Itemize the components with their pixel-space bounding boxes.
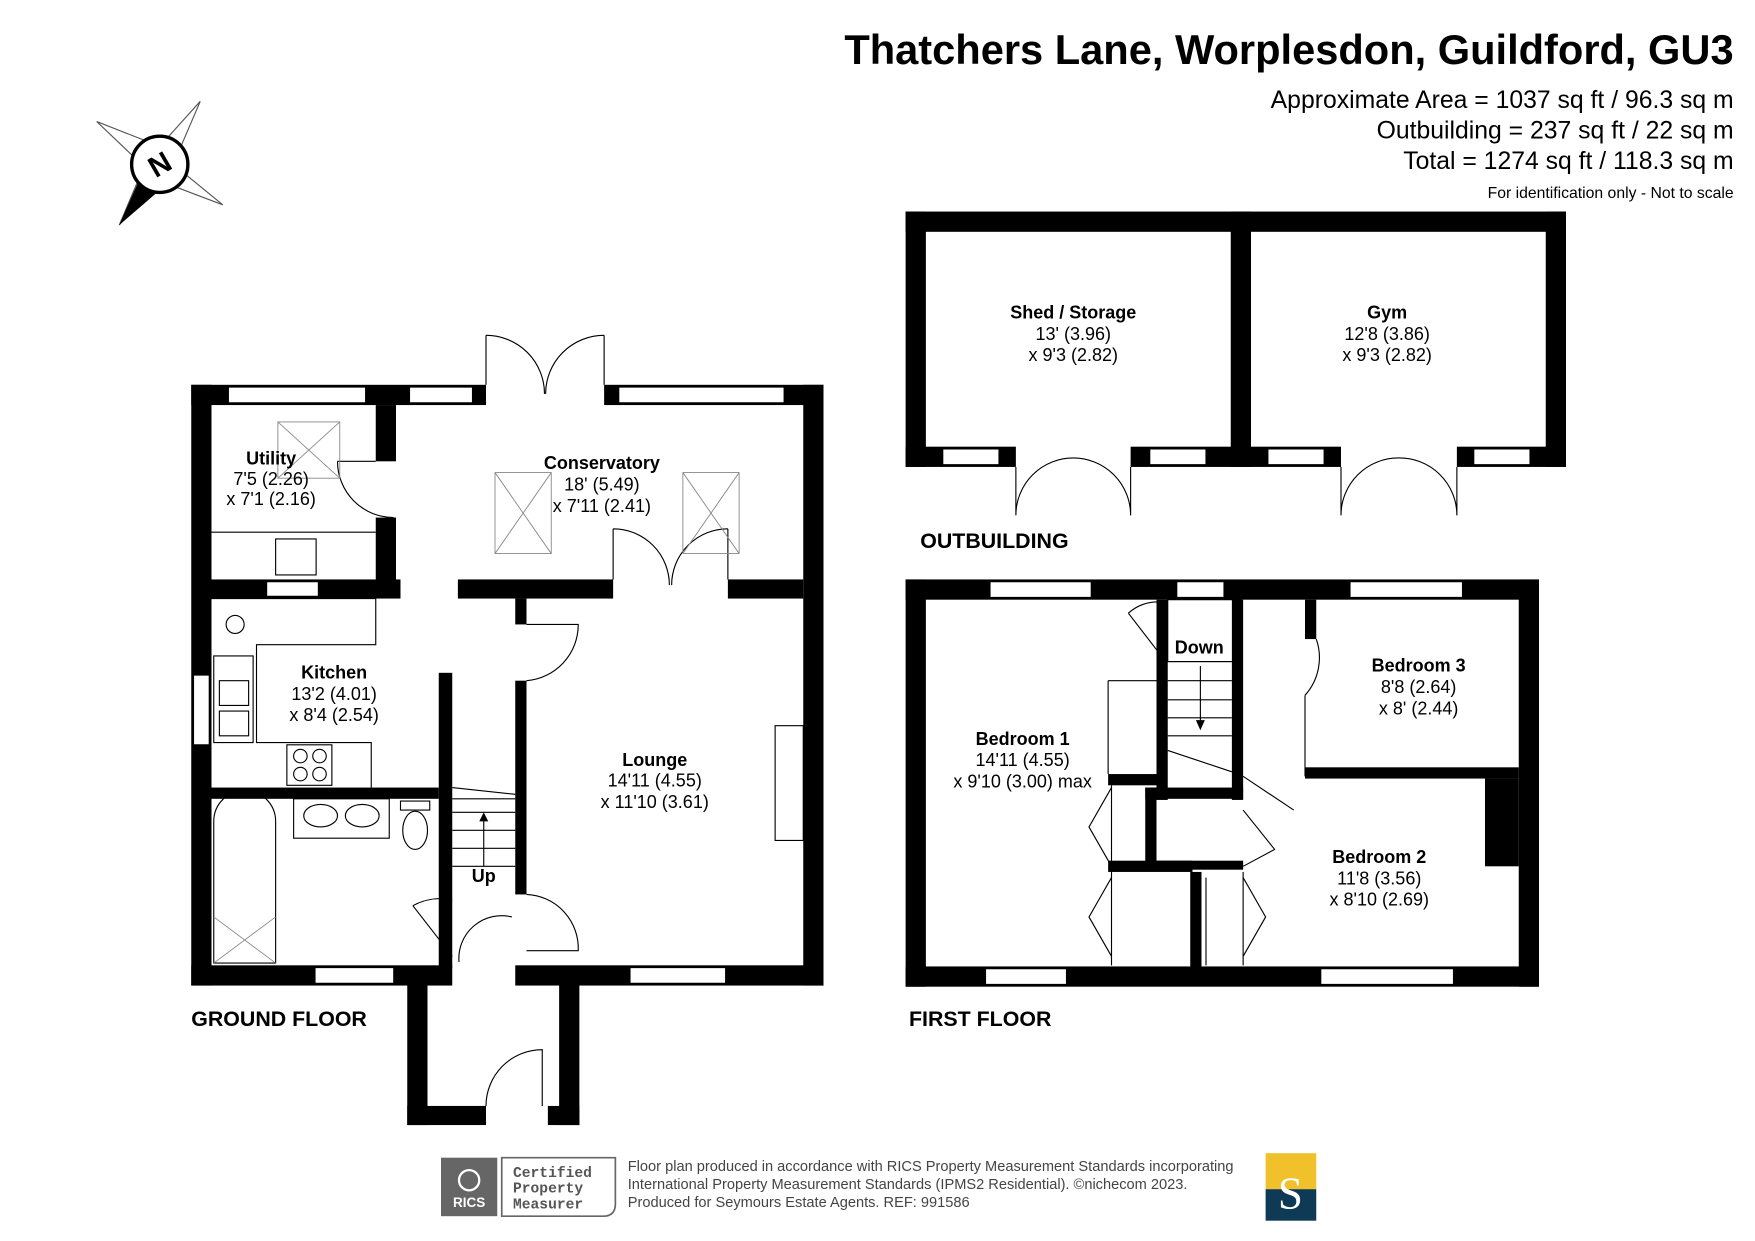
kitchen-name: Kitchen xyxy=(301,662,367,682)
lounge-dim2: x 11'10 (3.61) xyxy=(601,792,709,812)
bedroom3-name: Bedroom 3 xyxy=(1372,656,1466,676)
lounge-dim1: 14'11 (4.55) xyxy=(608,770,702,790)
stairs-up-label: Up xyxy=(472,866,496,886)
bedroom2-name: Bedroom 2 xyxy=(1332,847,1426,867)
gym-dim1: 12'8 (3.86) xyxy=(1344,324,1430,344)
shed-name: Shed / Storage xyxy=(1010,302,1136,322)
seymours-logo: S xyxy=(1265,1153,1317,1221)
footer-line-3: Produced for Seymours Estate Agents. REF… xyxy=(628,1195,970,1211)
utility-dim1: 7'5 (2.26) xyxy=(233,469,308,489)
first-floor-plan: Down xyxy=(905,579,1539,987)
bedroom1-dim1: 14'11 (4.55) xyxy=(976,750,1070,770)
property-title: Thatchers Lane, Worplesdon, Guildford, G… xyxy=(844,26,1733,73)
gym-name: Gym xyxy=(1367,302,1407,322)
outbuilding-plan xyxy=(905,211,1566,516)
rics-logo-text: RICS xyxy=(453,1195,485,1210)
compass-north-icon: N xyxy=(96,100,224,226)
utility-name: Utility xyxy=(246,449,296,469)
shed-dim1: 13' (3.96) xyxy=(1036,324,1111,344)
badge-line-2: Property xyxy=(513,1182,583,1198)
conservatory-dim2: x 7'11 (2.41) xyxy=(553,496,651,516)
conservatory-dim1: 18' (5.49) xyxy=(564,475,639,495)
footer-line-1: Floor plan produced in accordance with R… xyxy=(628,1159,1234,1175)
badge-line-1: Certified xyxy=(513,1166,592,1182)
outbuilding-area: Outbuilding = 237 sq ft / 22 sq m xyxy=(1377,117,1734,144)
shed-dim2: x 9'3 (2.82) xyxy=(1029,345,1118,365)
bedroom1-name: Bedroom 1 xyxy=(976,729,1070,749)
stairs-down-label: Down xyxy=(1175,638,1224,658)
bedroom3-dim2: x 8' (2.44) xyxy=(1379,698,1458,718)
first-floor-label: FIRST FLOOR xyxy=(909,1007,1051,1031)
badge-line-3: Measurer xyxy=(513,1197,583,1213)
ground-floor-label: GROUND FLOOR xyxy=(191,1007,367,1031)
utility-dim2: x 7'1 (2.16) xyxy=(226,489,315,509)
outbuilding-label: OUTBUILDING xyxy=(920,529,1068,553)
gym-dim2: x 9'3 (2.82) xyxy=(1342,345,1431,365)
total-area: Total = 1274 sq ft / 118.3 sq m xyxy=(1403,148,1733,175)
bedroom1-dim2: x 9'10 (3.00) max xyxy=(953,772,1092,792)
lounge-name: Lounge xyxy=(622,750,687,770)
approx-area: Approximate Area = 1037 sq ft / 96.3 sq … xyxy=(1271,87,1734,114)
bedroom3-dim1: 8'8 (2.64) xyxy=(1381,677,1456,697)
disclaimer: For identification only - Not to scale xyxy=(1488,185,1734,202)
ground-floor-plan: Up xyxy=(191,334,824,1126)
conservatory-name: Conservatory xyxy=(544,453,660,473)
seymours-logo-letter: S xyxy=(1278,1168,1303,1218)
bedroom2-dim2: x 8'10 (2.69) xyxy=(1330,890,1430,910)
ground-stairs xyxy=(452,787,516,867)
kitchen-dim1: 13'2 (4.01) xyxy=(291,684,377,704)
kitchen-dim2: x 8'4 (2.54) xyxy=(289,705,378,725)
footer-line-2: International Property Measurement Stand… xyxy=(628,1177,1188,1193)
bedroom2-dim1: 11'8 (3.56) xyxy=(1337,868,1421,888)
rics-badge: RICS Certified Property Measurer xyxy=(441,1156,617,1218)
